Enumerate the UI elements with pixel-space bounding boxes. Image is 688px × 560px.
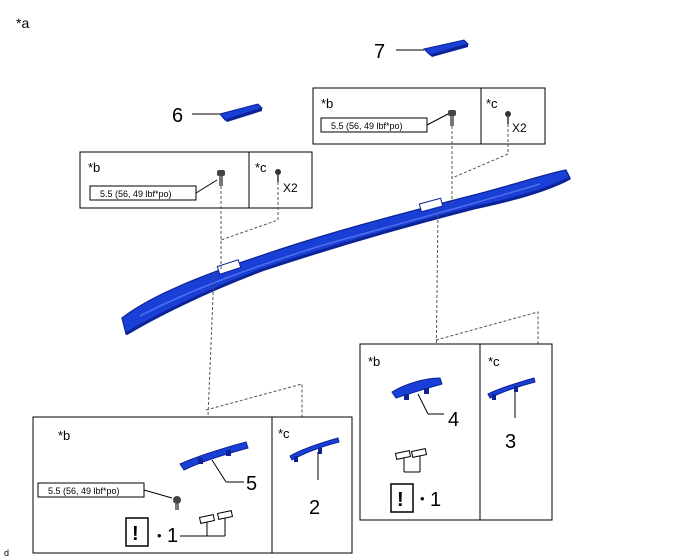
box-bl-label-b: *b [58,428,70,443]
part-2-clip-rail [289,437,340,462]
bullet: • [157,528,162,543]
part-4-bracket [391,377,443,400]
torque-leader-right [426,113,449,126]
part-5-bracket [179,441,249,471]
notice-icon [390,483,414,513]
part-number-7: 7 [374,41,385,63]
torque-leader-left [195,179,218,194]
part-number-3: 3 [505,431,516,453]
part-3-clip-rail [487,377,536,400]
box-left-multiplier: X2 [283,181,298,195]
notice-icon [125,517,149,547]
box-right-multiplier: X2 [512,121,527,135]
part-number-1-left: 1 [167,525,178,547]
box-right-label-b: *b [321,96,333,111]
notice-icon-mark: ! [397,489,404,511]
leader-4 [417,393,429,415]
leader-5 [211,459,227,483]
bolt-icon [217,170,225,186]
clip-icon [275,169,281,182]
part-number-4: 4 [448,409,459,431]
box-right-label-c: *c [486,96,498,111]
pad-icon [394,448,428,460]
bolt-icon [448,110,456,126]
part-number-2: 2 [309,497,320,519]
part-number-6: 6 [172,105,183,127]
notice-icon-mark: ! [132,523,139,545]
pad-icon [198,510,234,524]
bolt-icon [173,496,181,510]
clip-icon [505,111,511,124]
box-left-torque: 5.5 (56, 49 lbf*po) [100,189,172,199]
box-br-label-b: *b [368,354,380,369]
box-bl-torque: 5.5 (56, 49 lbf*po) [48,486,120,496]
bullet: • [420,491,425,506]
box-left-label-c: *c [255,160,267,175]
box-br-label-c: *c [488,354,500,369]
part-number-1-right: 1 [430,489,441,511]
callout-box-bottom-right [359,343,553,521]
part-7-cover [423,39,469,57]
box-left-label-b: *b [88,160,100,175]
corner-label-a: *a [16,15,29,31]
corner-label-d: d [4,548,9,558]
torque-leader-bl [143,489,173,499]
roof-rail [121,169,571,336]
box-right-torque: 5.5 (56, 49 lbf*po) [331,121,403,131]
part-number-5: 5 [246,473,257,495]
part-6-cover [219,103,263,122]
box-bl-label-c: *c [278,426,290,441]
